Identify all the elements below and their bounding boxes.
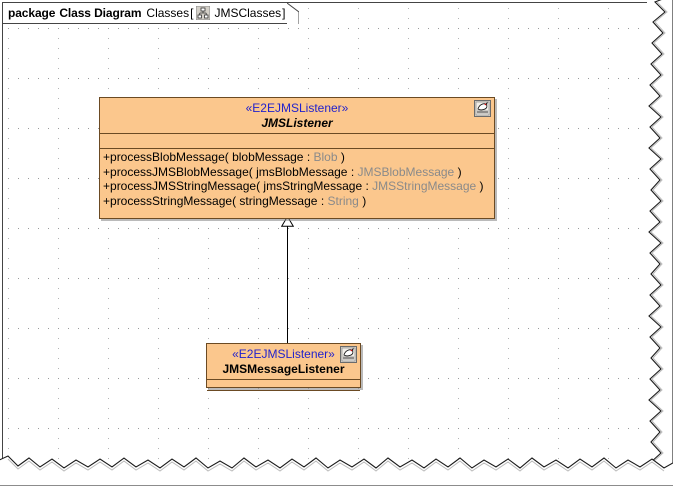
diagram-grid: [0, 0, 640, 462]
class-header-jms-listener: «E2EJMSListener» JMSListener: [100, 98, 494, 134]
operation-name: processBlobMessage: [110, 150, 225, 164]
ejb-bean-icon: [474, 100, 491, 117]
paren-open: (: [248, 164, 253, 179]
operation-name: processStringMessage: [110, 193, 233, 208]
operation-name: processJMSBlobMessage: [110, 164, 249, 179]
paren-close: ): [362, 193, 367, 208]
class-operations-compartment: +processBlobMessage( blobMessage : Blob …: [100, 149, 494, 210]
colon: :: [365, 179, 369, 193]
diagram-reference-label: JMSClasses: [214, 6, 282, 20]
operation-name: processJMSStringMessage: [110, 179, 257, 193]
class-attributes-compartment: [100, 134, 494, 149]
package-keyword: package: [8, 6, 56, 20]
parameter-name: jmsStringMessage: [263, 179, 363, 193]
class-diagram-tree-icon: [195, 5, 211, 21]
ejb-bean-icon: [340, 346, 357, 363]
colon: :: [320, 193, 325, 208]
parameter-type: JMSBlobMessage: [357, 164, 455, 179]
generalization-arrow-hollow-triangle: [281, 216, 294, 227]
class-name: JMSListener: [261, 116, 333, 130]
paren-open: (: [256, 179, 261, 193]
paren-close: ): [340, 150, 345, 164]
operation-row[interactable]: +processJMSStringMessage( jmsStringMessa…: [100, 179, 494, 194]
operation-visibility: +: [103, 179, 111, 193]
class-stereotype: «E2EJMSListener»: [232, 347, 335, 361]
paren-open: (: [224, 150, 229, 164]
class-stereotype: «E2EJMSListener»: [245, 101, 349, 115]
generalization-line: [287, 226, 288, 343]
class-attributes-compartment: [207, 380, 360, 391]
frame-left-border: [2, 2, 3, 467]
paren-close: ): [479, 179, 484, 193]
class-operations-compartment: [207, 391, 360, 401]
colon: :: [306, 150, 311, 164]
parameter-type: String: [327, 193, 359, 208]
diagram-type-label: Class Diagram: [59, 6, 142, 20]
parameter-name: blobMessage: [232, 150, 304, 164]
bracket-close: ]: [282, 6, 286, 20]
parameter-type: Blob: [313, 150, 338, 164]
class-name: JMSMessageListener: [222, 362, 345, 376]
operation-visibility: +: [103, 150, 111, 164]
package-name-label: Classes: [146, 6, 190, 20]
parameter-name: jmsBlobMessage: [256, 164, 348, 179]
operation-visibility: +: [103, 193, 111, 208]
operation-visibility: +: [103, 164, 111, 179]
operation-row[interactable]: +processBlobMessage( blobMessage : Blob …: [100, 150, 494, 165]
package-header-tab[interactable]: package Class Diagram Classes [ JMSClass…: [3, 3, 292, 24]
operation-row[interactable]: +processStringMessage( stringMessage : S…: [100, 194, 494, 209]
parameter-name: stringMessage: [239, 193, 318, 208]
paren-close: ): [457, 164, 462, 179]
parameter-type: JMSStringMessage: [372, 179, 477, 193]
colon: :: [350, 164, 355, 179]
operation-row[interactable]: +processJMSBlobMessage( jmsBlobMessage :…: [100, 165, 494, 180]
paren-open: (: [232, 193, 237, 208]
class-box-jms-message-listener[interactable]: «E2EJMSListener» JMSMessageListener: [206, 343, 361, 391]
frame-top-border: [2, 2, 647, 3]
bracket-open: [: [190, 6, 194, 20]
class-header-jms-message-listener: «E2EJMSListener» JMSMessageListener: [207, 344, 360, 380]
class-box-jms-listener[interactable]: «E2EJMSListener» JMSListener +processBlo…: [99, 97, 495, 219]
